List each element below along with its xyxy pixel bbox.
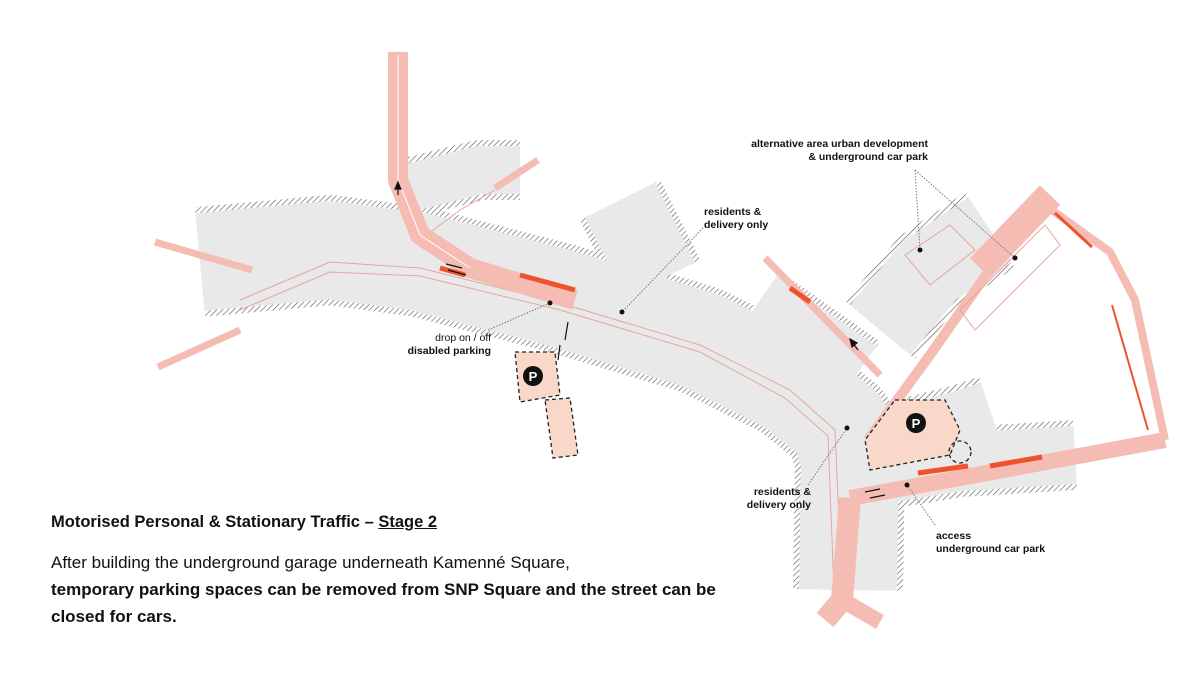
label-line: disabled parking xyxy=(407,345,491,357)
label-line: underground car park xyxy=(936,543,1046,555)
label-line: residents & xyxy=(753,486,811,498)
location-dots xyxy=(547,247,1018,488)
label-dropoff: drop on / off disabled parking xyxy=(380,332,491,358)
label-alternative-area: alternative area urban development & und… xyxy=(700,138,928,164)
label-line: delivery only xyxy=(704,219,769,231)
parking-spaces xyxy=(439,211,1149,476)
parking-garage-areas xyxy=(514,351,972,471)
alternative-parking-areas xyxy=(904,224,1061,331)
parking-icon-label: P xyxy=(912,416,921,431)
label-line: drop on / off xyxy=(435,332,491,344)
caption-description: After building the underground garage un… xyxy=(51,549,771,630)
label-line: delivery only xyxy=(746,499,811,511)
caption-title-text: Motorised Personal & Stationary Traffic … xyxy=(51,513,379,531)
pedestrian-area xyxy=(195,146,1077,591)
caption-desc-normal: After building the underground garage un… xyxy=(51,553,570,572)
caption-stage: Stage 2 xyxy=(378,513,438,531)
traffic-arrows xyxy=(394,180,886,499)
label-residents-north: residents & delivery only xyxy=(704,206,768,232)
label-access: access underground car park xyxy=(936,530,1045,556)
parking-icon-label: P xyxy=(529,369,538,384)
label-line: residents & xyxy=(704,206,762,218)
label-line: alternative area urban development xyxy=(751,138,928,150)
caption-desc-bold: temporary parking spaces can be removed … xyxy=(51,580,716,626)
label-residents-south: residents & delivery only xyxy=(720,486,811,512)
label-line: & underground car park xyxy=(808,151,928,163)
parking-icon: P xyxy=(523,366,543,386)
street-lines xyxy=(239,189,843,591)
label-line: access xyxy=(936,530,972,542)
caption-title: Motorised Personal & Stationary Traffic … xyxy=(51,513,437,532)
parking-icon: P xyxy=(906,413,926,433)
leader-lines xyxy=(487,169,1016,526)
road-center-lines xyxy=(397,55,471,269)
